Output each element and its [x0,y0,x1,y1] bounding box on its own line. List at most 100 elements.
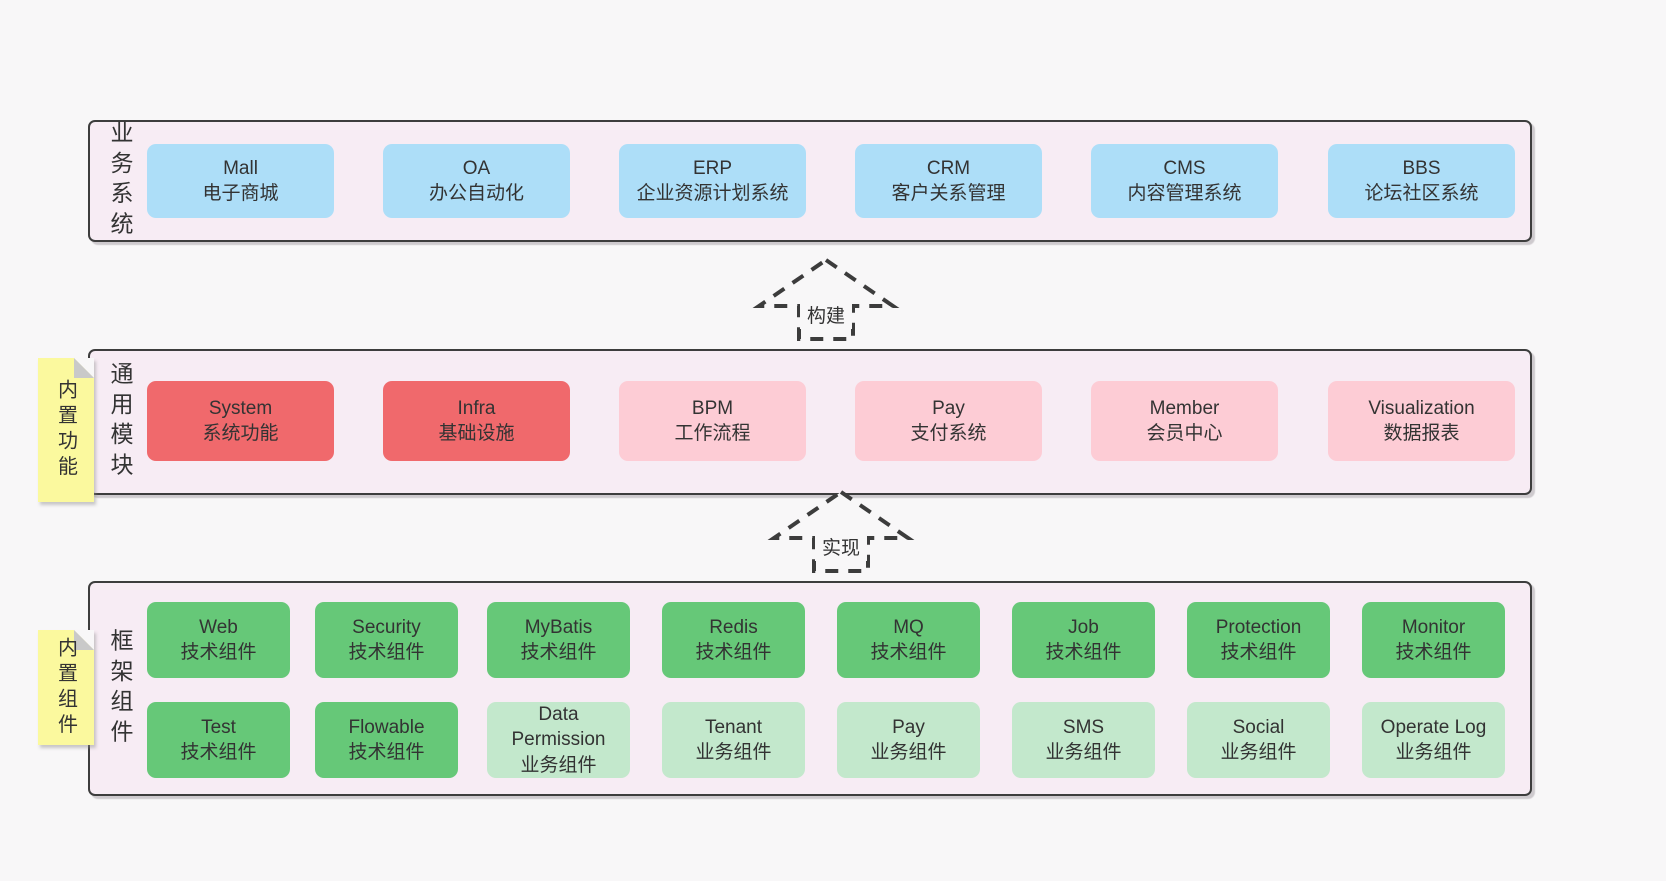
box-web: Web 技术组件 [147,602,290,678]
box-title: Pay [892,716,925,738]
box-crm: CRM 客户关系管理 [855,144,1042,218]
box-pay-component: Pay 业务组件 [837,702,980,778]
arrow-label: 构建 [807,305,845,327]
box-title: BPM [691,397,734,419]
box-subtitle: 电子商城 [202,183,279,204]
box-subtitle: 支付系统 [910,423,987,444]
arrow-label-bg [815,535,867,561]
common-modules-layer: 通用模块 System 系统功能 Infra 基础设施 BPM 工作流程 Pay… [88,349,1532,495]
box-subtitle: 工作流程 [674,423,751,444]
box-infra: Infra 基础设施 [383,381,570,461]
box-subtitle: 技术组件 [348,742,425,763]
box-mq: MQ 技术组件 [837,602,980,678]
box-title: BBS [1402,157,1441,179]
sticky-note-built-in-features: 内置功能 [38,358,94,502]
arrow-outline [752,257,900,341]
box-title: Security [352,616,421,638]
box-subtitle: 办公自动化 [428,183,524,204]
box-subtitle: 会员中心 [1146,423,1223,444]
box-title: SMS [1062,716,1105,738]
box-subtitle: 技术组件 [348,642,425,663]
layer-label-business-systems: 业务系统 [107,120,133,242]
box-redis: Redis 技术组件 [662,602,805,678]
box-title: System [208,397,273,419]
box-test: Test 技术组件 [147,702,290,778]
box-title: Web [199,616,238,638]
box-sms: SMS 业务组件 [1012,702,1155,778]
box-bpm: BPM 工作流程 [619,381,806,461]
sticky-label: 内置功能 [54,378,77,482]
box-subtitle: 技术组件 [1220,642,1297,663]
box-title: Protection [1215,616,1302,638]
box-subtitle: 业务组件 [520,754,597,776]
framework-components-layer: 框架组件 Web 技术组件 Security 技术组件 MyBatis 技术组件… [88,581,1532,796]
box-mybatis: MyBatis 技术组件 [487,602,630,678]
box-pay-module: Pay 支付系统 [855,381,1042,461]
box-subtitle: 企业资源计划系统 [636,183,789,204]
box-title: CRM [926,157,971,179]
box-title: OA [462,157,491,179]
box-subtitle: 技术组件 [180,642,257,663]
box-subtitle: 技术组件 [870,642,947,663]
box-subtitle: 业务组件 [1045,742,1122,763]
box-subtitle: 内容管理系统 [1127,183,1242,204]
box-title: Test [201,716,236,738]
box-subtitle: 技术组件 [1045,642,1122,663]
box-title: Job [1068,616,1099,638]
box-title: Flowable [348,716,425,738]
box-oa: OA 办公自动化 [383,144,570,218]
box-member: Member 会员中心 [1091,381,1278,461]
box-visualization: Visualization 数据报表 [1328,381,1515,461]
box-subtitle: 技术组件 [520,642,597,663]
box-tenant: Tenant 业务组件 [662,702,805,778]
box-social: Social 业务组件 [1187,702,1330,778]
box-subtitle: 技术组件 [695,642,772,663]
box-security: Security 技术组件 [315,602,458,678]
box-erp: ERP 企业资源计划系统 [619,144,806,218]
box-subtitle: 技术组件 [180,742,257,763]
box-title: Infra [457,397,496,419]
box-system: System 系统功能 [147,381,334,461]
box-title: MQ [893,616,924,638]
box-title: Visualization [1368,397,1475,419]
arrow-label: 实现 [822,537,860,559]
sticky-note-built-in-components: 内置组件 [38,630,94,745]
arrow-build-up: 构建 [752,257,900,342]
box-subtitle: 业务组件 [1395,742,1472,763]
box-data-permission: Data Permission 业务组件 [487,702,630,778]
box-subtitle: 基础设施 [438,423,515,444]
box-title: ERP [692,157,733,179]
box-title: Member [1149,397,1220,419]
box-subtitle: 系统功能 [202,423,279,444]
box-subtitle: 业务组件 [870,742,947,763]
business-systems-layer: 业务系统 Mall 电子商城 OA 办公自动化 ERP 企业资源计划系统 CRM… [88,120,1532,242]
arrow-label-bg [800,303,852,329]
box-protection: Protection 技术组件 [1187,602,1330,678]
box-cms: CMS 内容管理系统 [1091,144,1278,218]
box-title: Monitor [1401,616,1466,638]
box-title: Operate Log [1380,716,1487,738]
box-title: Social [1232,716,1285,738]
sticky-label: 内置组件 [54,636,77,739]
box-subtitle: 数据报表 [1383,423,1460,444]
layer-label-framework-components: 框架组件 [107,627,133,750]
box-subtitle: 业务组件 [695,742,772,763]
box-subtitle: 论坛社区系统 [1364,183,1479,204]
box-title: Mall [223,157,258,179]
box-title: Data Permission [511,704,606,751]
arrow-implement-up: 实现 [767,489,915,574]
box-title: Pay [932,397,965,419]
box-title: MyBatis [524,616,593,638]
box-subtitle: 技术组件 [1395,642,1472,663]
box-operate-log: Operate Log 业务组件 [1362,702,1505,778]
box-bbs: BBS 论坛社区系统 [1328,144,1515,218]
box-subtitle: 客户关系管理 [891,183,1006,204]
box-job: Job 技术组件 [1012,602,1155,678]
box-title: Tenant [704,716,763,738]
arrow-outline [767,489,915,573]
box-title: CMS [1163,157,1206,179]
box-flowable: Flowable 技术组件 [315,702,458,778]
box-title: Redis [709,616,758,638]
box-subtitle: 业务组件 [1220,742,1297,763]
box-monitor: Monitor 技术组件 [1362,602,1505,678]
